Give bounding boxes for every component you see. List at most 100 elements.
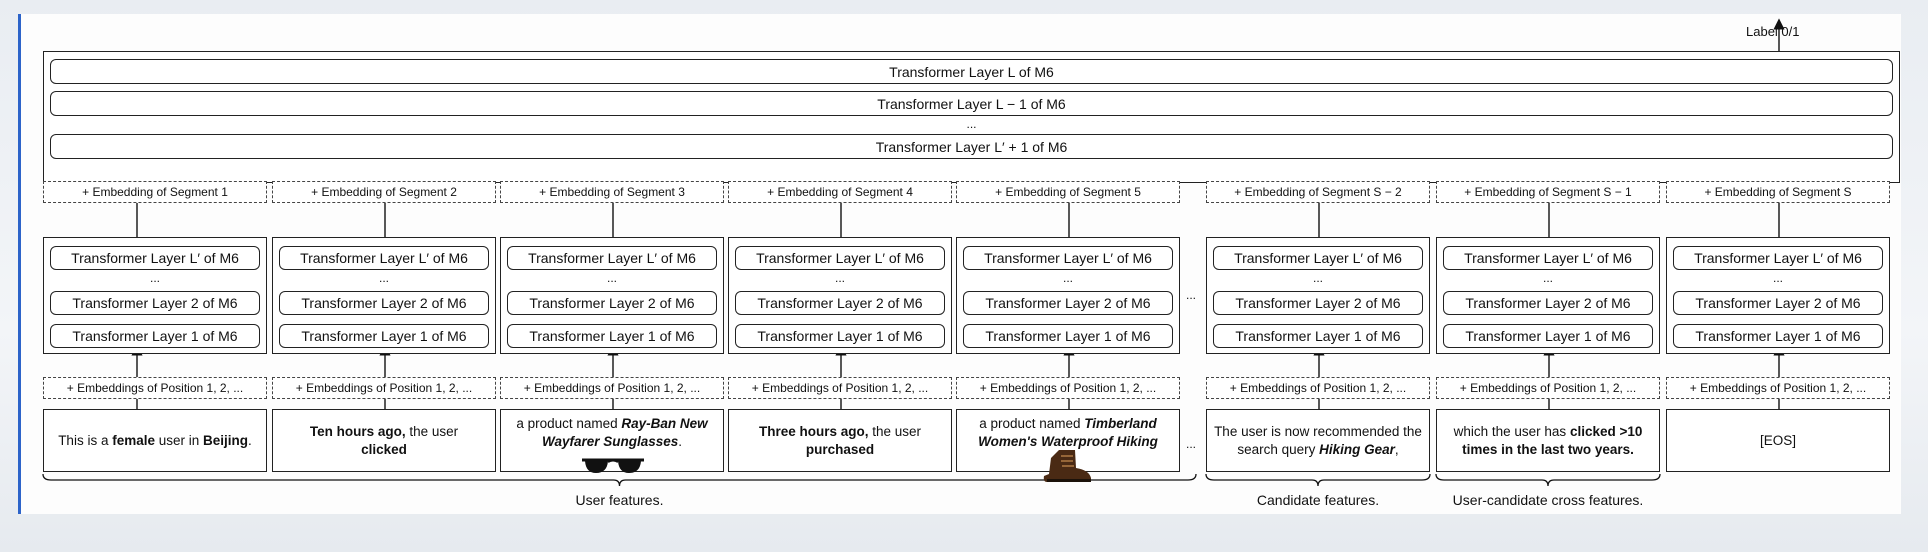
position-embeddings: + Embeddings of Position 1, 2, ... xyxy=(500,377,724,399)
top-stack-ellipsis: ... xyxy=(966,117,977,131)
candidate-features-brace xyxy=(1205,473,1431,487)
layer-1: Transformer Layer 1 of M6 xyxy=(279,324,489,348)
position-embeddings: + Embeddings of Position 1, 2, ... xyxy=(1666,377,1890,399)
segment-embedding: + Embedding of Segment S − 2 xyxy=(1206,181,1430,203)
layer-2: Transformer Layer 2 of M6 xyxy=(507,291,717,315)
top-layer-Lprime-plus-1-label: Transformer Layer L′ + 1 of M6 xyxy=(875,138,1068,155)
text-gap-ellipsis: ... xyxy=(1185,437,1196,451)
layer-ellipsis: ... xyxy=(1062,271,1073,285)
layer-ellipsis: ... xyxy=(1312,271,1323,285)
layer-1-label: Transformer Layer 1 of M6 xyxy=(301,328,467,344)
layer-Lprime: Transformer Layer L′ of M6 xyxy=(1213,246,1423,270)
layer-2: Transformer Layer 2 of M6 xyxy=(1213,291,1423,315)
layer-Lprime: Transformer Layer L′ of M6 xyxy=(963,246,1173,270)
layer-1: Transformer Layer 1 of M6 xyxy=(507,324,717,348)
segment-text: a product named Ray-Ban New Wayfarer Sun… xyxy=(500,409,724,472)
layer-2-label: Transformer Layer 2 of M6 xyxy=(529,295,695,311)
layer-1: Transformer Layer 1 of M6 xyxy=(1673,324,1883,348)
segment-text: which the user has clicked >10 times in … xyxy=(1436,409,1660,472)
segment-embedding: + Embedding of Segment 4 xyxy=(728,181,952,203)
layer-2: Transformer Layer 2 of M6 xyxy=(735,291,945,315)
segment-text-content: [EOS] xyxy=(1759,432,1796,448)
layer-1-label: Transformer Layer 1 of M6 xyxy=(757,328,923,344)
segment-embedding: + Embedding of Segment S − 1 xyxy=(1436,181,1660,203)
layer-2: Transformer Layer 2 of M6 xyxy=(279,291,489,315)
layer-1: Transformer Layer 1 of M6 xyxy=(735,324,945,348)
layer-2: Transformer Layer 2 of M6 xyxy=(963,291,1173,315)
diagram-panel: Label 0/1 Transformer Layer L of M6 Tran… xyxy=(18,14,1901,514)
layer-1: Transformer Layer 1 of M6 xyxy=(963,324,1173,348)
layer-Lprime: Transformer Layer L′ of M6 xyxy=(279,246,489,270)
position-embeddings: + Embeddings of Position 1, 2, ... xyxy=(956,377,1180,399)
layer-1-label: Transformer Layer 1 of M6 xyxy=(1465,328,1631,344)
layer-ellipsis: ... xyxy=(378,271,389,285)
layer-ellipsis: ... xyxy=(1772,271,1783,285)
layer-2-label: Transformer Layer 2 of M6 xyxy=(985,295,1151,311)
layer-2-label: Transformer Layer 2 of M6 xyxy=(1465,295,1631,311)
layer-2-label: Transformer Layer 2 of M6 xyxy=(72,295,238,311)
position-embeddings: + Embeddings of Position 1, 2, ... xyxy=(1436,377,1660,399)
layer-Lprime-label: Transformer Layer L′ of M6 xyxy=(528,250,696,266)
layer-Lprime: Transformer Layer L′ of M6 xyxy=(507,246,717,270)
layers-gap-ellipsis: ... xyxy=(1185,288,1196,302)
segment-text-content: This is a female user in Beijing. xyxy=(58,432,252,448)
layer-2: Transformer Layer 2 of M6 xyxy=(1443,291,1653,315)
layer-Lprime: Transformer Layer L′ of M6 xyxy=(50,246,260,270)
layer-ellipsis: ... xyxy=(1542,271,1553,285)
layer-1-label: Transformer Layer 1 of M6 xyxy=(1235,328,1401,344)
layer-2-label: Transformer Layer 2 of M6 xyxy=(1695,295,1861,311)
top-layer-L-minus-1: Transformer Layer L − 1 of M6 xyxy=(50,91,1893,116)
cross-features-brace xyxy=(1435,473,1661,487)
layer-Lprime: Transformer Layer L′ of M6 xyxy=(1443,246,1653,270)
layer-2-label: Transformer Layer 2 of M6 xyxy=(757,295,923,311)
segment-embedding: + Embedding of Segment 3 xyxy=(500,181,724,203)
segment-embedding: + Embedding of Segment 5 xyxy=(956,181,1180,203)
position-embeddings: + Embeddings of Position 1, 2, ... xyxy=(43,377,267,399)
segment-embedding: + Embedding of Segment 1 xyxy=(43,181,267,203)
layer-1-label: Transformer Layer 1 of M6 xyxy=(1695,328,1861,344)
sunglasses-icon xyxy=(580,455,646,477)
layer-ellipsis: ... xyxy=(606,271,617,285)
segment-embedding: + Embedding of Segment 2 xyxy=(272,181,496,203)
segment-text-content: The user is now recommended the search q… xyxy=(1214,423,1422,457)
segment-text-content: which the user has clicked >10 times in … xyxy=(1453,423,1643,457)
layer-Lprime-label: Transformer Layer L′ of M6 xyxy=(300,250,468,266)
top-layer-L-minus-1-label: Transformer Layer L − 1 of M6 xyxy=(877,95,1066,112)
layer-Lprime: Transformer Layer L′ of M6 xyxy=(735,246,945,270)
layer-1: Transformer Layer 1 of M6 xyxy=(1213,324,1423,348)
position-embeddings: + Embeddings of Position 1, 2, ... xyxy=(728,377,952,399)
layer-ellipsis: ... xyxy=(149,271,160,285)
layer-ellipsis: ... xyxy=(834,271,845,285)
position-embeddings: + Embeddings of Position 1, 2, ... xyxy=(1206,377,1430,399)
cross-features-label: User-candidate cross features. xyxy=(1452,492,1644,508)
segment-text-content: a product named Ray-Ban New Wayfarer Sun… xyxy=(516,415,708,449)
layer-1-label: Transformer Layer 1 of M6 xyxy=(72,328,238,344)
layer-Lprime-label: Transformer Layer L′ of M6 xyxy=(756,250,924,266)
layer-Lprime-label: Transformer Layer L′ of M6 xyxy=(71,250,239,266)
layer-Lprime: Transformer Layer L′ of M6 xyxy=(1673,246,1883,270)
layer-2-label: Transformer Layer 2 of M6 xyxy=(301,295,467,311)
top-layer-Lprime-plus-1: Transformer Layer L′ + 1 of M6 xyxy=(50,134,1893,159)
layer-Lprime-label: Transformer Layer L′ of M6 xyxy=(1694,250,1862,266)
layer-Lprime-label: Transformer Layer L′ of M6 xyxy=(984,250,1152,266)
hiking-boot-icon xyxy=(1041,448,1093,484)
segment-text: [EOS] xyxy=(1666,409,1890,472)
layer-Lprime-label: Transformer Layer L′ of M6 xyxy=(1464,250,1632,266)
user-features-brace xyxy=(42,473,1197,487)
layer-1-label: Transformer Layer 1 of M6 xyxy=(529,328,695,344)
layer-Lprime-label: Transformer Layer L′ of M6 xyxy=(1234,250,1402,266)
layer-2-label: Transformer Layer 2 of M6 xyxy=(1235,295,1401,311)
top-layer-L-label: Transformer Layer L of M6 xyxy=(889,63,1054,80)
top-layer-L: Transformer Layer L of M6 xyxy=(50,59,1893,84)
layer-2: Transformer Layer 2 of M6 xyxy=(50,291,260,315)
layer-1: Transformer Layer 1 of M6 xyxy=(1443,324,1653,348)
segment-text: The user is now recommended the search q… xyxy=(1206,409,1430,472)
user-features-label: User features. xyxy=(575,492,664,508)
layer-1: Transformer Layer 1 of M6 xyxy=(50,324,260,348)
layer-2: Transformer Layer 2 of M6 xyxy=(1673,291,1883,315)
layer-1-label: Transformer Layer 1 of M6 xyxy=(985,328,1151,344)
